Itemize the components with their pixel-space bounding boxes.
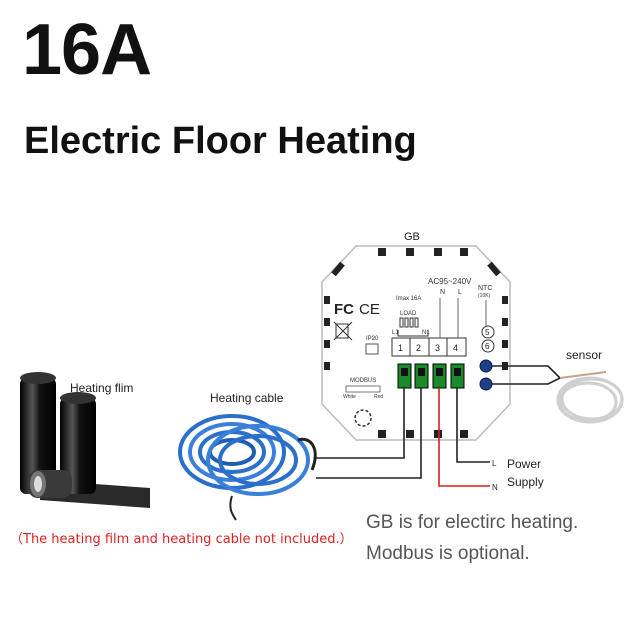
modbus-label: MODBUS [350,378,376,384]
ce-mark: CE [359,301,380,318]
n-terminal-label: N [440,289,445,296]
sensor-terminal-6 [481,339,495,353]
terminal-5-label: 5 [485,328,490,337]
voltage-label: AC95~240V [428,277,472,286]
fc-mark: FC [334,301,354,318]
page-title: 16A [22,10,152,90]
imax-label: Imax 16A [396,296,421,302]
ntc-label: NTC [478,285,492,292]
modbus-info-text: Modbus is optional. [366,543,530,564]
gb-info-text: GB is for electirc heating. [366,512,579,533]
terminal-block [391,337,467,357]
terminal-4-label: 4 [453,343,458,353]
heating-cable-label: Heating cable [210,391,284,405]
internal-traces [439,298,487,338]
gb-label: GB [404,231,420,243]
load-relay-icon [397,317,429,337]
ip-rating-label: IP20 [366,336,379,342]
sensor-coil [556,371,624,424]
l-terminal-label: L [458,289,462,296]
heating-cable-image [178,414,317,521]
white-label: White [343,394,356,400]
supply-label: Supply [507,475,544,489]
weee-bin-icon [333,321,353,341]
sensor-terminal-5 [481,325,495,339]
page-subtitle: Electric Floor Heating [24,120,417,162]
exclusion-note: （The heating film and heating cable not … [10,532,353,547]
red-label: Red [374,394,383,400]
n-supply-label: N [492,483,498,492]
sensor-screw-top [479,359,493,373]
l-supply-label: L [492,459,497,468]
load-label: LOAD [400,311,417,317]
terminal-1-label: 1 [398,343,403,353]
green-terminals [397,363,465,389]
wires [316,365,561,487]
terminal-2-label: 2 [416,343,421,353]
sensor-label: sensor [566,348,602,362]
terminal-6-label: 6 [485,342,490,351]
terminal-3-label: 3 [435,343,440,353]
ip-box [365,343,379,355]
modbus-connector [345,385,381,393]
sensor-screw-bottom [479,377,493,391]
ntc-sub-label: (10K) [478,293,491,299]
heating-film-image [20,372,150,508]
l1-label: L1 [392,330,399,336]
power-label: Power [507,457,541,471]
n1-label: N1 [422,330,430,336]
heating-film-label: Heating flim [70,381,133,395]
